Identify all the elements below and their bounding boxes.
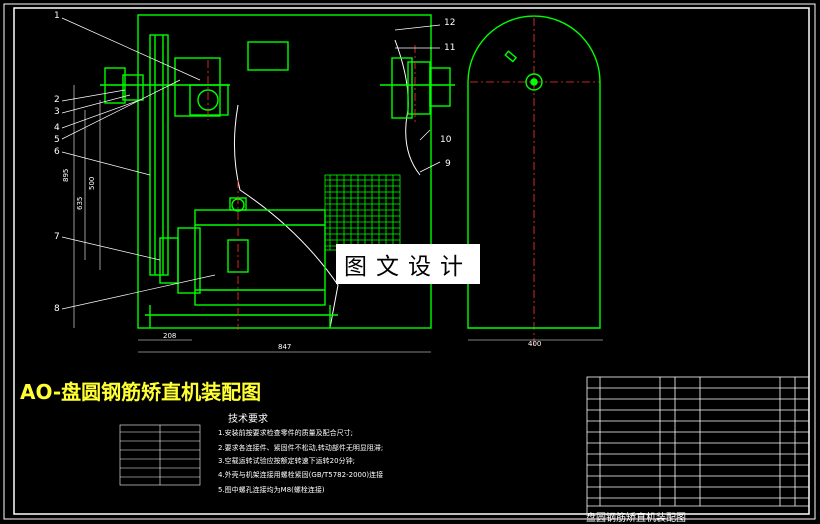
requirement-item: 1.安装前按要求检查零件的质量及配合尺寸;: [218, 429, 354, 437]
part-number: 7: [54, 232, 60, 242]
leader-lines: [61, 17, 441, 310]
dimension-label: 635: [76, 196, 84, 210]
part-number: 11: [444, 43, 456, 53]
dimension-label: 400: [528, 340, 542, 348]
side-view: [467, 15, 601, 329]
dimension-label: 500: [88, 176, 96, 190]
dimension-lines: [73, 85, 603, 353]
small-table: [119, 424, 201, 486]
titleblock-name: 盘圆钢筋矫直机装配图: [586, 513, 686, 524]
part-number: 1: [54, 11, 60, 21]
part-number: 2: [54, 95, 60, 105]
drawing-title: AO-盘圆钢筋矫直机装配图: [20, 380, 262, 404]
requirement-item: 5.图中螺孔连接均为M8(螺栓连接): [218, 486, 325, 494]
part-number: 12: [444, 18, 456, 28]
vent-hatch: [324, 174, 401, 251]
requirement-item: 3.空载运转试验应按额定转速下运转20分钟;: [218, 457, 355, 465]
part-number: 4: [54, 123, 60, 133]
part-number: 10: [440, 135, 452, 145]
part-number: 9: [445, 159, 451, 169]
front-view: [100, 14, 455, 329]
center-lines: [207, 18, 600, 345]
dimension-label: 208: [163, 332, 177, 340]
watermark: 图文设计: [336, 244, 480, 284]
title-block: [586, 376, 810, 515]
requirement-item: 2.要求各连接件、紧固件不松动,转动部件无明显阻滞;: [218, 444, 384, 452]
dimension-label: 847: [278, 343, 292, 351]
part-number: 8: [54, 304, 60, 314]
part-number: 3: [54, 107, 60, 117]
part-number: 5: [54, 135, 60, 145]
requirement-item: 4.外壳与机架连接用螺栓紧固(GB/T5782-2000)连接: [218, 471, 384, 479]
dimension-label: 895: [62, 168, 70, 182]
requirements-heading: 技术要求: [228, 414, 268, 425]
part-number: 6: [54, 147, 60, 157]
